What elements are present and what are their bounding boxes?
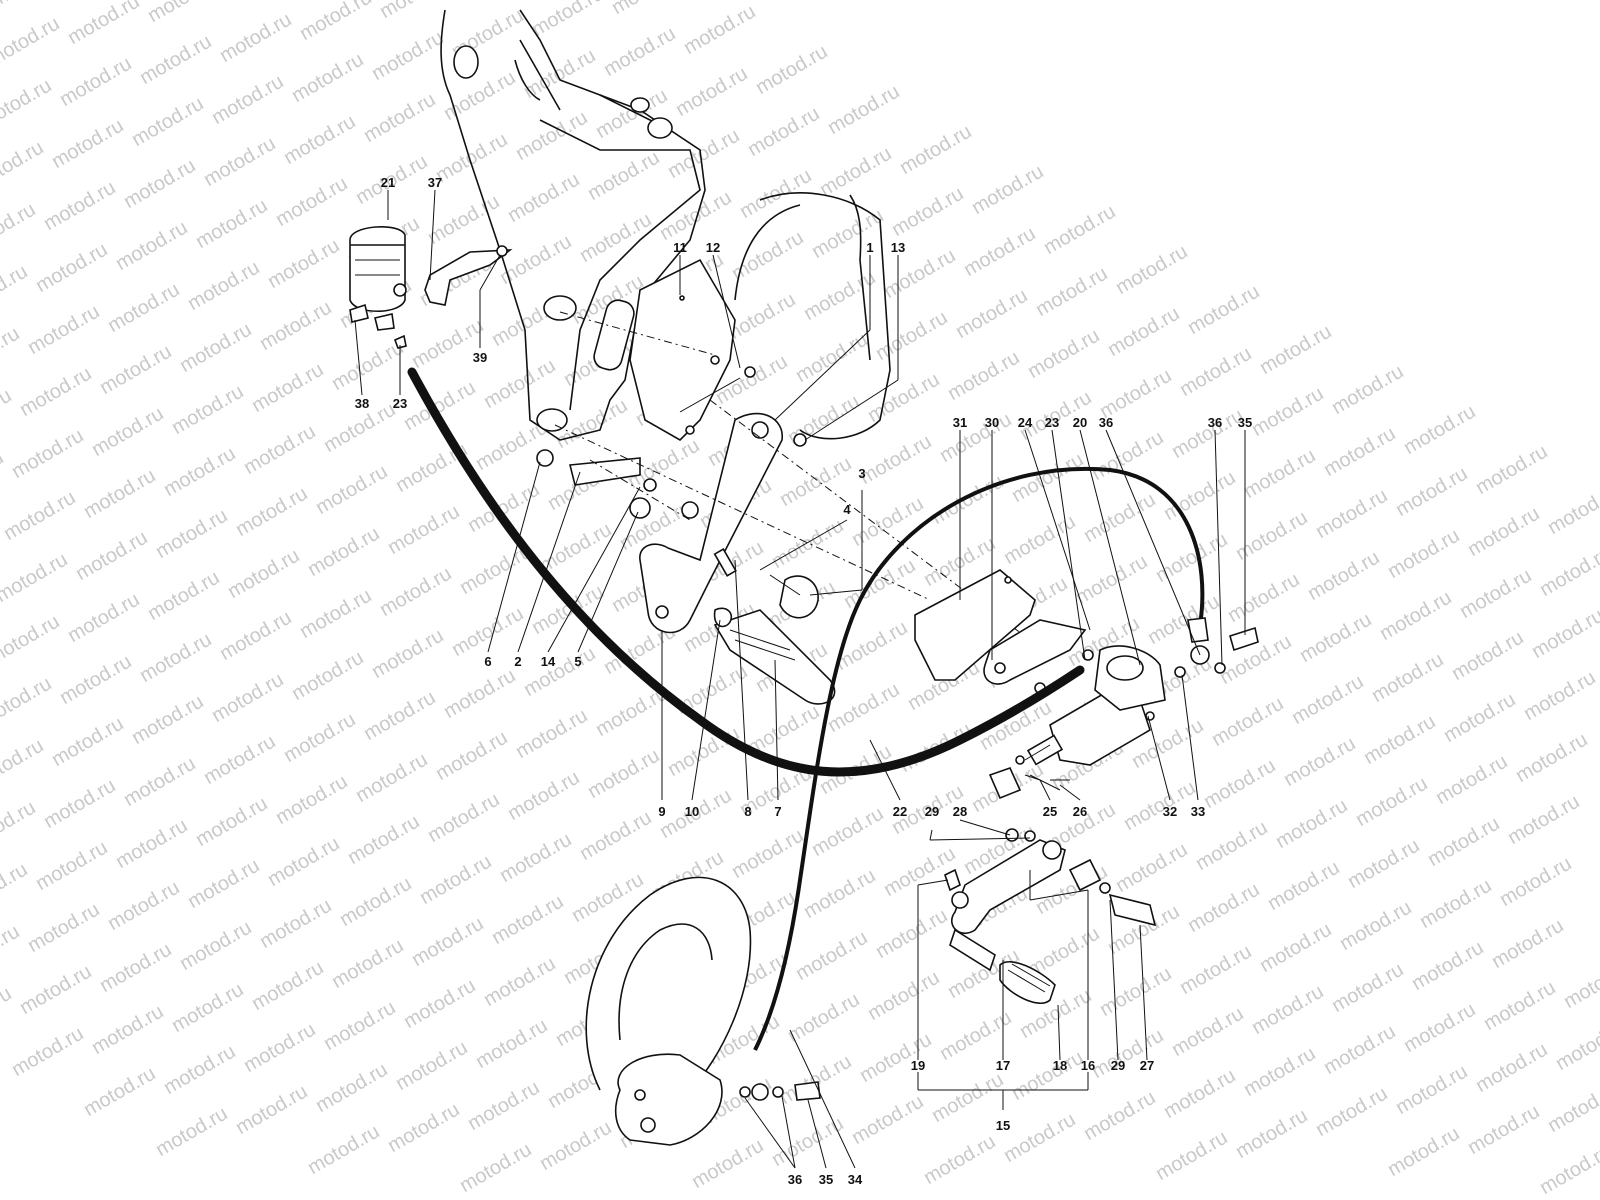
frame-casting [440,9,706,441]
label-29-upper: 29 [925,804,939,819]
reservoir-hose [407,367,1085,777]
label-39: 39 [473,350,487,365]
label-34: 34 [848,1172,863,1187]
label-36-top-right: 36 [1208,415,1222,430]
label-19: 19 [911,1058,925,1073]
label-11: 11 [673,240,687,255]
label-36-bottom: 36 [788,1172,802,1187]
label-31: 31 [953,415,967,430]
cover-plate [629,258,741,441]
label-18: 18 [1053,1058,1067,1073]
label-29-lower: 29 [1111,1058,1125,1073]
label-7: 7 [774,804,781,819]
engine-case [734,192,891,440]
label-26: 26 [1073,804,1087,819]
brake-line [753,466,1205,1051]
label-21: 21 [381,175,395,190]
fluid-reservoir [349,225,513,349]
label-4: 4 [843,502,851,517]
label-33: 33 [1191,804,1205,819]
label-30: 30 [985,415,999,430]
label-2: 2 [514,654,521,669]
brake-pedal-assembly [536,366,836,705]
label-13: 13 [891,240,905,255]
label-38: 38 [355,396,369,411]
shift-lever-assembly [944,828,1157,1005]
rear-master-cylinder [983,619,1166,800]
label-5: 5 [574,654,581,669]
label-17: 17 [996,1058,1010,1073]
leader-lines [354,189,1246,1169]
label-14: 14 [541,654,556,669]
label-28: 28 [953,804,967,819]
label-16: 16 [1081,1058,1095,1073]
assembly-axis-lines [554,311,1031,641]
label-27: 27 [1140,1058,1154,1073]
brake-disc-caliper [585,876,821,1146]
label-22: 22 [893,804,907,819]
label-23-top: 23 [393,396,407,411]
label-6: 6 [484,654,491,669]
label-37: 37 [428,175,442,190]
label-3: 3 [858,466,865,481]
label-15: 15 [996,1118,1010,1133]
label-23-mid: 23 [1045,415,1059,430]
label-9: 9 [658,804,665,819]
label-8: 8 [744,804,751,819]
label-12: 12 [706,240,720,255]
label-25: 25 [1043,804,1057,819]
part-number-labels: 21 37 11 12 1 13 38 23 39 3 4 6 2 14 5 9… [355,175,1252,1187]
label-32: 32 [1163,804,1177,819]
label-35-top: 35 [1238,415,1252,430]
label-36-top-left: 36 [1099,415,1113,430]
label-24: 24 [1018,415,1033,430]
label-10: 10 [685,804,699,819]
label-35-bottom: 35 [819,1172,833,1187]
label-20: 20 [1073,415,1087,430]
label-1: 1 [866,240,873,255]
